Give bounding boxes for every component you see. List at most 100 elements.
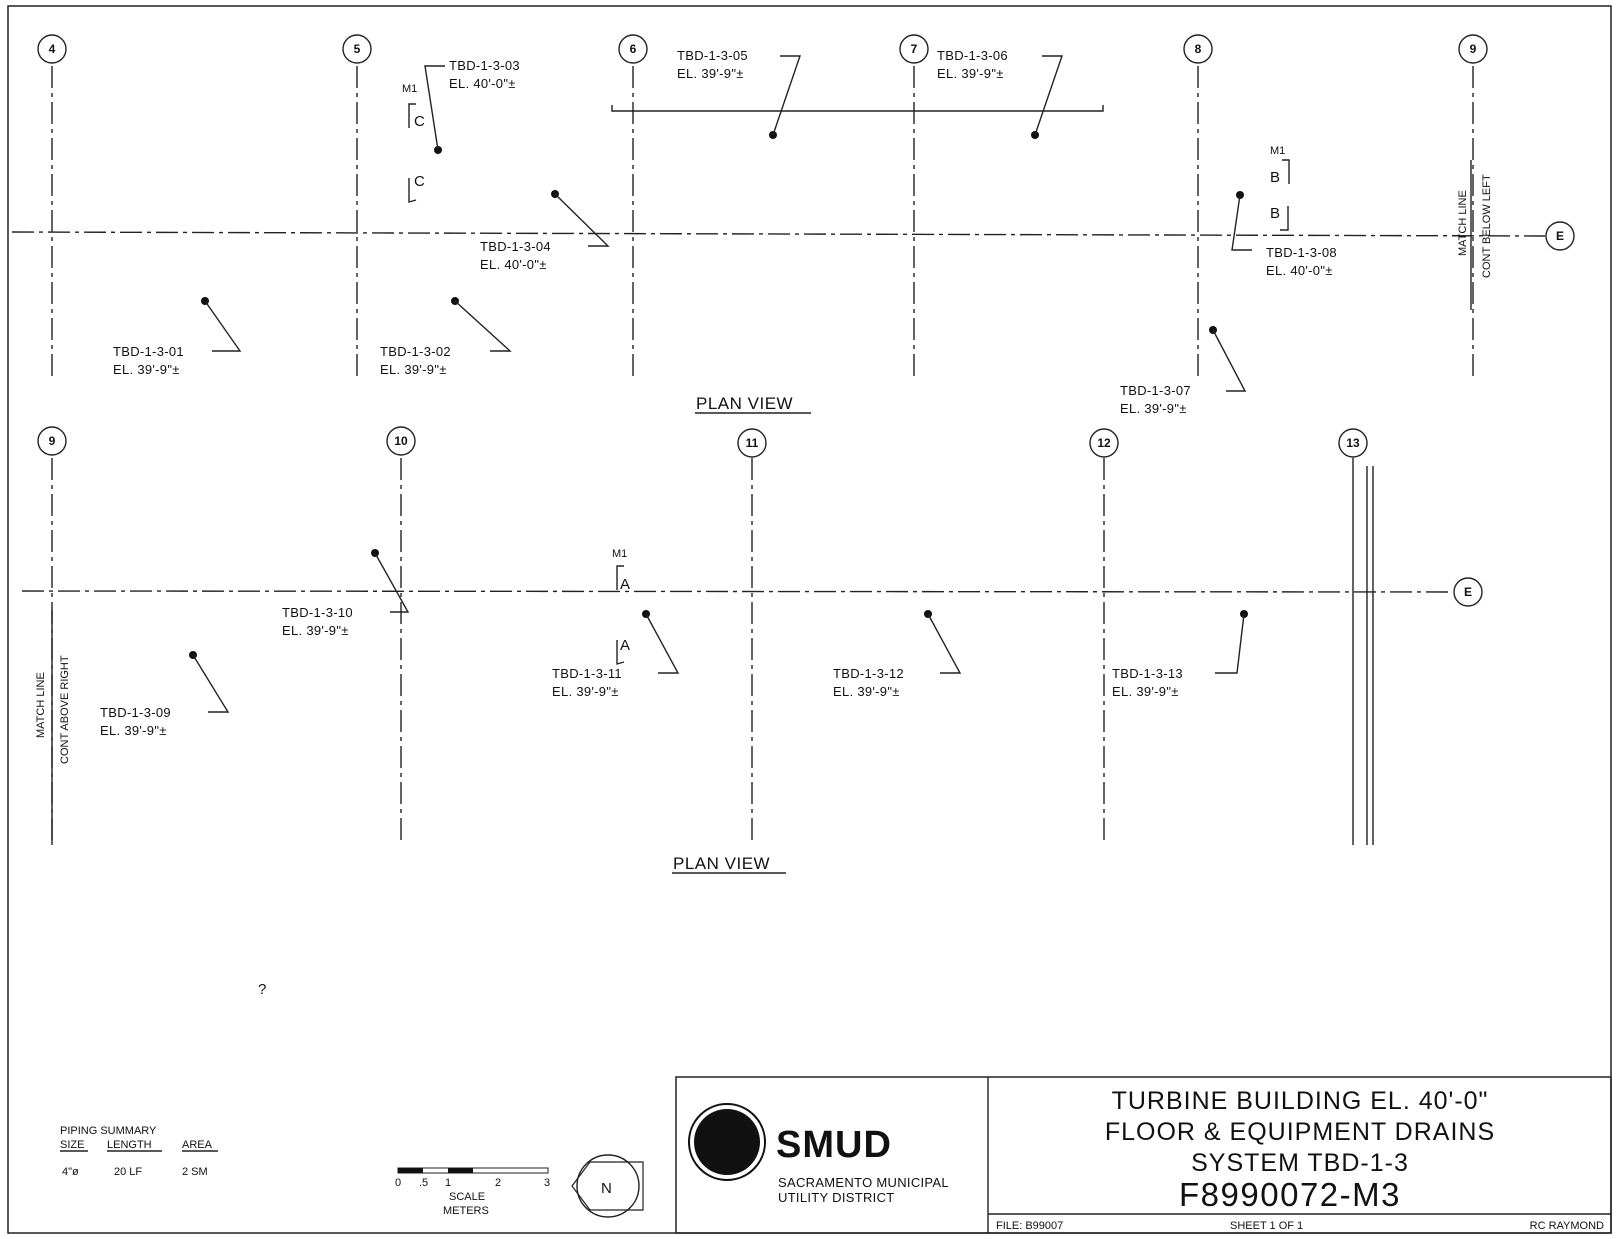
scale-tick-2: 2 (495, 1177, 501, 1189)
title-line-3: SYSTEM TBD-1-3 (1191, 1149, 1409, 1177)
drain-tbd-1-3-07: TBD-1-3-07 EL. 39'-9"± (1120, 326, 1247, 416)
grid-bubble-9b: 9 (37, 426, 67, 456)
grid-bubble-11: 11 (737, 428, 767, 458)
svg-text:TBD-1-3-04: TBD-1-3-04 (480, 239, 551, 254)
piping-row-size: 4"ø (62, 1166, 79, 1178)
grid-bubble-9: 9 (1458, 34, 1488, 64)
svg-text:EL. 39'-9"±: EL. 39'-9"± (113, 362, 180, 377)
svg-text:8: 8 (1195, 42, 1202, 56)
piping-summary-title: PIPING SUMMARY (60, 1125, 157, 1137)
scale-tick-1: 1 (445, 1177, 451, 1189)
piping-header-area: AREA (182, 1139, 213, 1151)
piping-header-length: LENGTH (107, 1139, 152, 1151)
grid-bubble-13: 13 (1338, 428, 1368, 458)
smud-logo-icon (688, 1103, 766, 1181)
svg-text:EL. 39'-9"±: EL. 39'-9"± (380, 362, 447, 377)
svg-text:B: B (1270, 205, 1280, 222)
svg-text:EL. 39'-9"±: EL. 39'-9"± (833, 684, 900, 699)
section-marker-b-lower: B (1270, 205, 1289, 231)
grid-bubble-7: 7 (899, 34, 929, 64)
section-marker-c-lower: C (408, 173, 425, 203)
svg-text:5: 5 (354, 42, 361, 56)
piping-header-size: SIZE (60, 1139, 84, 1151)
drain-tbd-1-3-10: TBD-1-3-10 EL. 39'-9"± (282, 549, 410, 638)
svg-text:C: C (414, 173, 425, 190)
svg-text:EL. 40'-0"±: EL. 40'-0"± (449, 76, 516, 91)
drain-tbd-1-3-03: TBD-1-3-03 EL. 40'-0"± (424, 58, 520, 154)
svg-text:9: 9 (49, 434, 56, 448)
svg-text:TBD-1-3-02: TBD-1-3-02 (380, 344, 451, 359)
grid-bubble-8: 8 (1183, 34, 1213, 64)
north-arrow-icon: N (571, 1154, 644, 1218)
svg-text:12: 12 (1097, 436, 1111, 450)
svg-text:M1: M1 (1270, 145, 1285, 157)
svg-text:M1: M1 (402, 83, 417, 95)
scale-tick-3: 3 (544, 1177, 550, 1189)
drain-tbd-1-3-13: TBD-1-3-13 EL. 39'-9"± (1112, 610, 1248, 699)
svg-text:E: E (1464, 585, 1472, 599)
svg-text:TBD-1-3-11: TBD-1-3-11 (552, 666, 622, 681)
grid-bubble-e-top: E (1545, 221, 1575, 251)
svg-text:TBD-1-3-01: TBD-1-3-01 (113, 344, 184, 359)
piping-summary: PIPING SUMMARY SIZE LENGTH AREA 4"ø 20 L… (60, 1125, 218, 1178)
grid-bubble-12: 12 (1089, 428, 1119, 458)
svg-text:13: 13 (1346, 436, 1360, 450)
drain-tbd-1-3-04: TBD-1-3-04 EL. 40'-0"± (480, 190, 610, 272)
section-marker-c-upper: M1 C (402, 83, 425, 130)
org-line-1: SACRAMENTO MUNICIPAL (778, 1175, 949, 1190)
svg-text:EL. 39'-9"±: EL. 39'-9"± (1112, 684, 1179, 699)
match-line-label-top: MATCH LINE (1457, 190, 1469, 256)
grid-line-e-bottom (21, 590, 1451, 593)
match-line-sub-bottom: CONT ABOVE RIGHT (59, 655, 71, 764)
drain-tbd-1-3-02: TBD-1-3-02 EL. 39'-9"± (380, 297, 512, 377)
drain-tbd-1-3-01: TBD-1-3-01 EL. 39'-9"± (113, 297, 242, 377)
svg-text:N: N (601, 1180, 612, 1197)
drain-tbd-1-3-08: TBD-1-3-08 EL. 40'-0"± (1231, 191, 1337, 278)
match-line-label-bottom: MATCH LINE (35, 672, 47, 738)
svg-text:10: 10 (394, 434, 408, 448)
sheet-border (7, 5, 1612, 1234)
svg-text:EL. 39'-9"±: EL. 39'-9"± (552, 684, 619, 699)
svg-text:TBD-1-3-05: TBD-1-3-05 (677, 48, 748, 63)
svg-text:4: 4 (49, 42, 56, 56)
svg-text:11: 11 (746, 436, 759, 450)
svg-text:TBD-1-3-03: TBD-1-3-03 (449, 58, 520, 73)
svg-text:EL. 39'-9"±: EL. 39'-9"± (282, 623, 349, 638)
match-line-sub-top: CONT BELOW LEFT (1481, 174, 1493, 278)
logo-text: SMUD (776, 1124, 892, 1166)
grid-bubble-5: 5 (342, 34, 372, 64)
svg-text:TBD-1-3-09: TBD-1-3-09 (100, 705, 171, 720)
grid-bubble-6: 6 (618, 34, 648, 64)
svg-text:M1: M1 (612, 548, 627, 560)
svg-text:TBD-1-3-13: TBD-1-3-13 (1112, 666, 1183, 681)
trench-outline (611, 105, 1104, 112)
svg-text:A: A (620, 637, 630, 654)
drain-tbd-1-3-12: TBD-1-3-12 EL. 39'-9"± (833, 610, 962, 699)
svg-text:TBD-1-3-08: TBD-1-3-08 (1266, 245, 1337, 260)
svg-text:TBD-1-3-12: TBD-1-3-12 (833, 666, 904, 681)
section-marker-b-upper: M1 B (1270, 145, 1290, 186)
grid-line-e-top (11, 231, 1546, 237)
svg-text:EL. 39'-9"±: EL. 39'-9"± (1120, 401, 1187, 416)
svg-text:9: 9 (1470, 42, 1477, 56)
drain-tbd-1-3-06: TBD-1-3-06 EL. 39'-9"± (937, 48, 1063, 139)
svg-text:6: 6 (630, 42, 637, 56)
svg-text:TBD-1-3-06: TBD-1-3-06 (937, 48, 1008, 63)
piping-row-area: 2 SM (182, 1166, 208, 1178)
file-number: FILE: B99007 (996, 1220, 1063, 1232)
scale-bar: 0 .5 1 2 3 SCALE METERS (395, 1167, 550, 1217)
scale-units: METERS (443, 1205, 489, 1217)
grid-bubble-4: 4 (37, 34, 67, 64)
svg-text:EL. 40'-0"±: EL. 40'-0"± (480, 257, 547, 272)
plan-view-title-top: PLAN VIEW (696, 394, 793, 413)
svg-text:EL. 39'-9"±: EL. 39'-9"± (677, 66, 744, 81)
plan-view-top: 4 5 6 7 8 9 E MATCH LINE CONT BELOW LEFT… (11, 34, 1575, 416)
scale-label: SCALE (449, 1191, 485, 1203)
svg-text:C: C (414, 113, 425, 130)
drawn-by: RC RAYMOND (1530, 1220, 1604, 1232)
svg-text:A: A (620, 576, 630, 593)
grid-bubble-e-bottom: E (1453, 577, 1483, 607)
title-line-2: FLOOR & EQUIPMENT DRAINS (1105, 1118, 1495, 1146)
svg-text:EL. 39'-9"±: EL. 39'-9"± (100, 723, 167, 738)
